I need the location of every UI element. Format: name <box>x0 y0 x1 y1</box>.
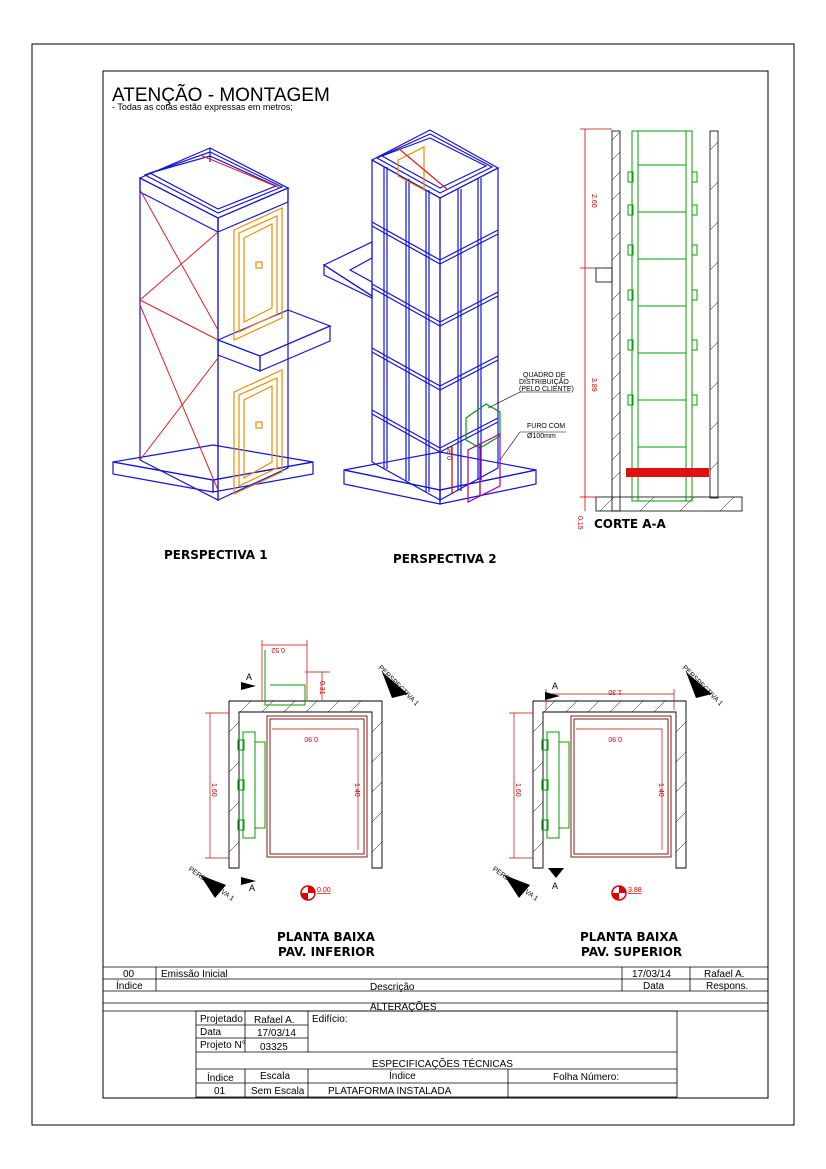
project-value: 03325 <box>260 1042 288 1053</box>
index-label: Índice <box>207 1071 234 1084</box>
section-walls <box>595 130 743 512</box>
cut-label-a-top-upper: A <box>552 681 558 691</box>
content-label: Índice <box>389 1069 416 1082</box>
perspective-1-braces <box>139 154 281 491</box>
sheet-title: ATENÇÃO - MONTAGEM <box>112 84 330 106</box>
dimension-140-upper: 1.40 <box>657 783 664 797</box>
dimension-095: 0.95 <box>447 446 454 460</box>
cut-label-a-bottom-upper: A <box>552 881 558 891</box>
perspective-arrows-upper: PERSPECTIVA 1 PERSPECTIVA 1 <box>491 664 724 902</box>
dimension-160-lower: 1.60 <box>210 783 217 797</box>
section-dimension-lines <box>580 128 612 511</box>
perspective-1-label: PERSPECTIVA 1 <box>164 548 268 562</box>
dimension-389: 3.89 <box>590 378 597 392</box>
revision-index: 00 <box>123 969 135 980</box>
persp-tag-lower-bottom: PERSPECTIVA 1 <box>187 866 235 903</box>
panel-note-3: (PELO CLIENTE) <box>519 386 574 393</box>
dimension-260: 2.60 <box>590 194 597 208</box>
dimension-090-upper: 0.90 <box>608 735 622 742</box>
plan-lower-walls <box>228 700 383 869</box>
revision-header-index: Índice <box>116 979 143 992</box>
plan-lower-title-2: PAV. INFERIOR <box>278 945 375 959</box>
persp-tag-upper-top: PERSPECTIVA 1 <box>681 664 724 707</box>
platform-floor <box>626 468 709 477</box>
dimension-090-lower: 0.90 <box>304 735 318 742</box>
plan-lower-platform <box>266 715 368 858</box>
cut-label-a-top-lower: A <box>246 672 252 682</box>
cut-label-a-bottom-lower: A <box>249 883 255 893</box>
plan-upper-guides <box>541 731 570 839</box>
plan-upper-walls <box>532 700 687 869</box>
revision-description: Emissão Inicial <box>161 969 228 980</box>
content-value: PLATAFORMA INSTALADA <box>328 1086 452 1097</box>
project-label: Projeto N° <box>200 1040 246 1051</box>
level-lower-value: 0.00 <box>317 887 331 894</box>
revision-date: 17/03/14 <box>632 969 671 980</box>
perspective-2-drawing <box>322 129 537 505</box>
plan-upper-platform <box>570 715 672 858</box>
spec-title: ESPECIFICAÇÕES TÉCNICAS <box>372 1057 513 1070</box>
panel-note-2: DISTRIBUIÇÃO <box>519 377 569 386</box>
outer-frame <box>31 43 795 1126</box>
level-marker-lower: 0.00 <box>300 885 331 901</box>
panel-callout <box>487 391 570 461</box>
hole-note-1: FURO COM <box>527 423 565 430</box>
perspective-arrows-lower: PERSPECTIVA 1 PERSPECTIVA 1 <box>187 664 420 902</box>
index-value: 01 <box>214 1086 226 1097</box>
revisions-title: ALTERAÇÕES <box>370 1000 437 1013</box>
hole-note-2: Ø100mm <box>527 433 556 440</box>
persp-tag-lower-top: PERSPECTIVA 1 <box>377 664 420 707</box>
plan-lower-title-1: PLANTA BAIXA <box>277 930 376 944</box>
inner-frame <box>102 70 769 1099</box>
perspective-2-label: PERSPECTIVA 2 <box>393 552 497 566</box>
building-label: Edifício: <box>312 1014 348 1025</box>
plan-lower-guides <box>237 650 306 839</box>
panel-note-1: QUADRO DE <box>523 372 566 379</box>
cut-markers-lower: A A <box>241 672 256 893</box>
dimension-130: 1.30 <box>608 688 622 695</box>
plan-upper-title-1: PLANTA BAIXA <box>580 930 679 944</box>
dimension-031: 0.31 <box>318 681 325 695</box>
scale-value: Sem Escala <box>251 1086 305 1097</box>
level-marker-upper: 3.88 <box>611 885 642 901</box>
plan-upper-dims <box>509 689 675 859</box>
dimension-140-lower: 1.40 <box>353 783 360 797</box>
designed-label: Projetado <box>200 1014 243 1025</box>
sheet-subtitle: - Todas as cotas estão expressas em metr… <box>112 102 293 112</box>
level-upper-value: 3.88 <box>628 887 642 894</box>
date-label: Data <box>200 1027 222 1038</box>
sheet-number-label: Folha Número: <box>553 1072 619 1083</box>
revision-header-description: Descrição <box>370 982 415 993</box>
date-value: 17/03/14 <box>257 1028 296 1039</box>
perspective-1-drawing <box>112 147 332 501</box>
scale-label: Escala <box>260 1071 290 1082</box>
dimension-160-upper: 1.60 <box>514 783 521 797</box>
distribution-panel <box>451 403 501 503</box>
perspective-1-doors <box>233 207 283 495</box>
revision-responsible: Rafael A. <box>704 969 745 980</box>
revision-header-date: Data <box>643 981 665 992</box>
cut-markers-upper: A A <box>545 681 564 891</box>
title-block <box>195 1010 678 1098</box>
perspective-2-door <box>397 146 449 192</box>
dimension-052: 0.52 <box>271 646 285 653</box>
persp-tag-upper-bottom: PERSPECTIVA 1 <box>491 866 539 903</box>
dimension-015: 0.15 <box>576 516 583 530</box>
designed-value: Rafael A. <box>254 1015 295 1026</box>
plan-lower-dims <box>205 640 359 859</box>
plan-upper-title-2: PAV. SUPERIOR <box>581 945 682 959</box>
section-guide-rails <box>627 130 698 502</box>
revision-header-responsible: Respons. <box>706 981 748 992</box>
section-label: CORTE A-A <box>594 517 667 531</box>
